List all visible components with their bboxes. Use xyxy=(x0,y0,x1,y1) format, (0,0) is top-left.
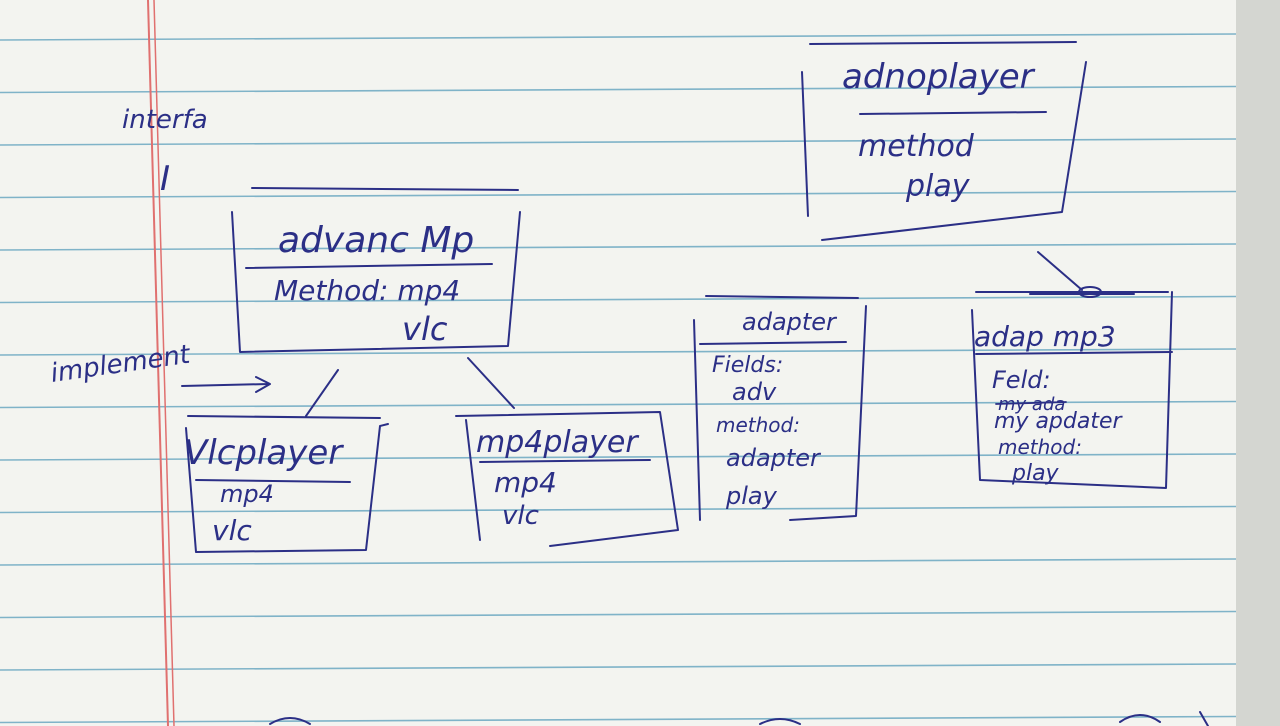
ruled-line xyxy=(0,505,1237,514)
ruled-line xyxy=(0,558,1237,566)
ruled-lines xyxy=(0,33,1237,724)
ruled-line xyxy=(0,138,1237,146)
adap-player-title: adnoplayer xyxy=(842,57,1036,97)
interface-symbol: I xyxy=(160,159,170,199)
adap-player-line-2: play xyxy=(905,169,971,204)
adapter-line-3: method: xyxy=(716,413,800,437)
adap-player-line-1: method xyxy=(858,129,975,164)
vlc-player-line-1: mp4 xyxy=(220,480,274,508)
bottom-text-cutoff xyxy=(269,711,1209,726)
ruled-line xyxy=(0,610,1237,619)
advanc-mp-line-2: vlc xyxy=(402,310,448,348)
adap-mp3-line-3: my apdater xyxy=(994,409,1123,434)
ruled-line xyxy=(0,190,1237,199)
adap-mp3-title: adap mp3 xyxy=(974,320,1116,353)
adapter-line-2: adv xyxy=(732,378,777,406)
vlc-player-title: Vlcplayer xyxy=(184,433,344,473)
ruled-line xyxy=(0,715,1237,724)
mp4-player-title: mp4player xyxy=(476,425,639,460)
mp4-player-line-2: vlc xyxy=(502,501,539,531)
mp4-player-box: mp4player mp4 vlc xyxy=(455,411,679,547)
ruled-line xyxy=(0,663,1237,671)
adapter-title: adapter xyxy=(742,308,838,336)
implement-arrow xyxy=(181,376,271,393)
paper-edge xyxy=(1236,0,1280,726)
adapter-line-4: adapter xyxy=(726,444,822,472)
ruled-line xyxy=(0,85,1237,94)
association-line xyxy=(1037,251,1083,291)
ruled-line xyxy=(0,33,1237,41)
adap-mp3-line-5: play xyxy=(1011,461,1060,486)
paper-background xyxy=(0,0,1240,726)
advanc-mp-title: advanc Mp xyxy=(278,220,474,261)
connector-advanc-to-mp4 xyxy=(467,357,515,409)
adap-mp3-line-2: my ada xyxy=(998,394,1065,415)
vlc-player-box: Vlcplayer mp4 vlc xyxy=(184,415,389,553)
interface-label: interfa xyxy=(122,105,208,135)
vlc-player-line-2: vlc xyxy=(212,514,252,547)
ruled-line xyxy=(0,243,1237,251)
adapter-line-1: Fields: xyxy=(712,353,783,378)
advanc-mp-box: advanc Mp Method: mp4 vlc xyxy=(231,187,521,353)
adap-mp3-line-4: method: xyxy=(998,435,1082,459)
adap-player-box: adnoplayer method play xyxy=(801,41,1087,241)
advanc-mp-line-1: Method: mp4 xyxy=(274,274,460,307)
mp4-player-line-1: mp4 xyxy=(494,466,557,499)
margin-line xyxy=(147,0,169,726)
ruled-line xyxy=(0,453,1237,461)
ruled-line xyxy=(0,348,1237,356)
adapter-line-5: play xyxy=(725,482,778,510)
adap-mp3-box: adap mp3 Feld: my ada my apdater method:… xyxy=(971,251,1173,489)
adapter-box: adapter Fields: adv method: adapter play xyxy=(693,295,867,521)
connector-advanc-to-vlc xyxy=(305,369,339,417)
margin-line xyxy=(153,0,175,726)
ruled-line xyxy=(0,295,1237,304)
adap-mp3-line-1: Feld: xyxy=(992,366,1051,394)
strike-through xyxy=(995,401,1067,405)
